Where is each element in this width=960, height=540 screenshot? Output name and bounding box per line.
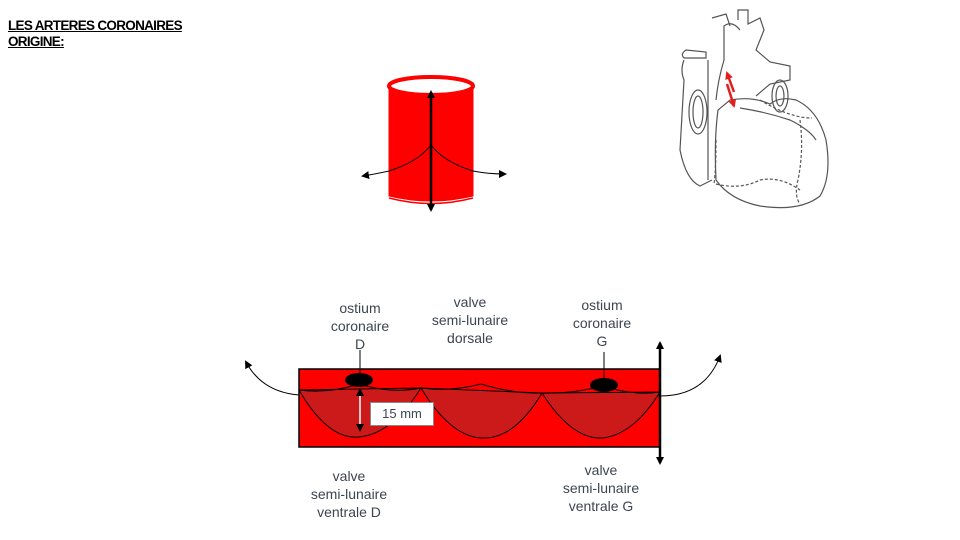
label-valve-ventrale-d: valve semi-lunaire ventrale D — [310, 468, 388, 520]
ostium-g-dot — [590, 378, 618, 392]
label-ostium-g: ostium coronaire G — [572, 297, 632, 349]
label-valve-dorsale: valve semi-lunaire dorsale — [431, 294, 509, 346]
heart-illustration — [679, 9, 829, 209]
slide-title: LES ARTERES CORONAIRES ORIGINE: — [8, 18, 183, 50]
aortic-cylinder — [361, 75, 507, 212]
label-ostium-d: ostium coronaire D — [330, 300, 390, 352]
title-line-2: ORIGINE: — [8, 34, 65, 49]
ostium-d-dot — [345, 373, 373, 387]
dimension-label: 15 mm — [370, 402, 434, 426]
opened-aortic-root — [245, 341, 722, 465]
title-line-1: LES ARTERES CORONAIRES — [8, 18, 183, 33]
label-valve-ventrale-g: valve semi-lunaire ventrale G — [562, 462, 640, 514]
